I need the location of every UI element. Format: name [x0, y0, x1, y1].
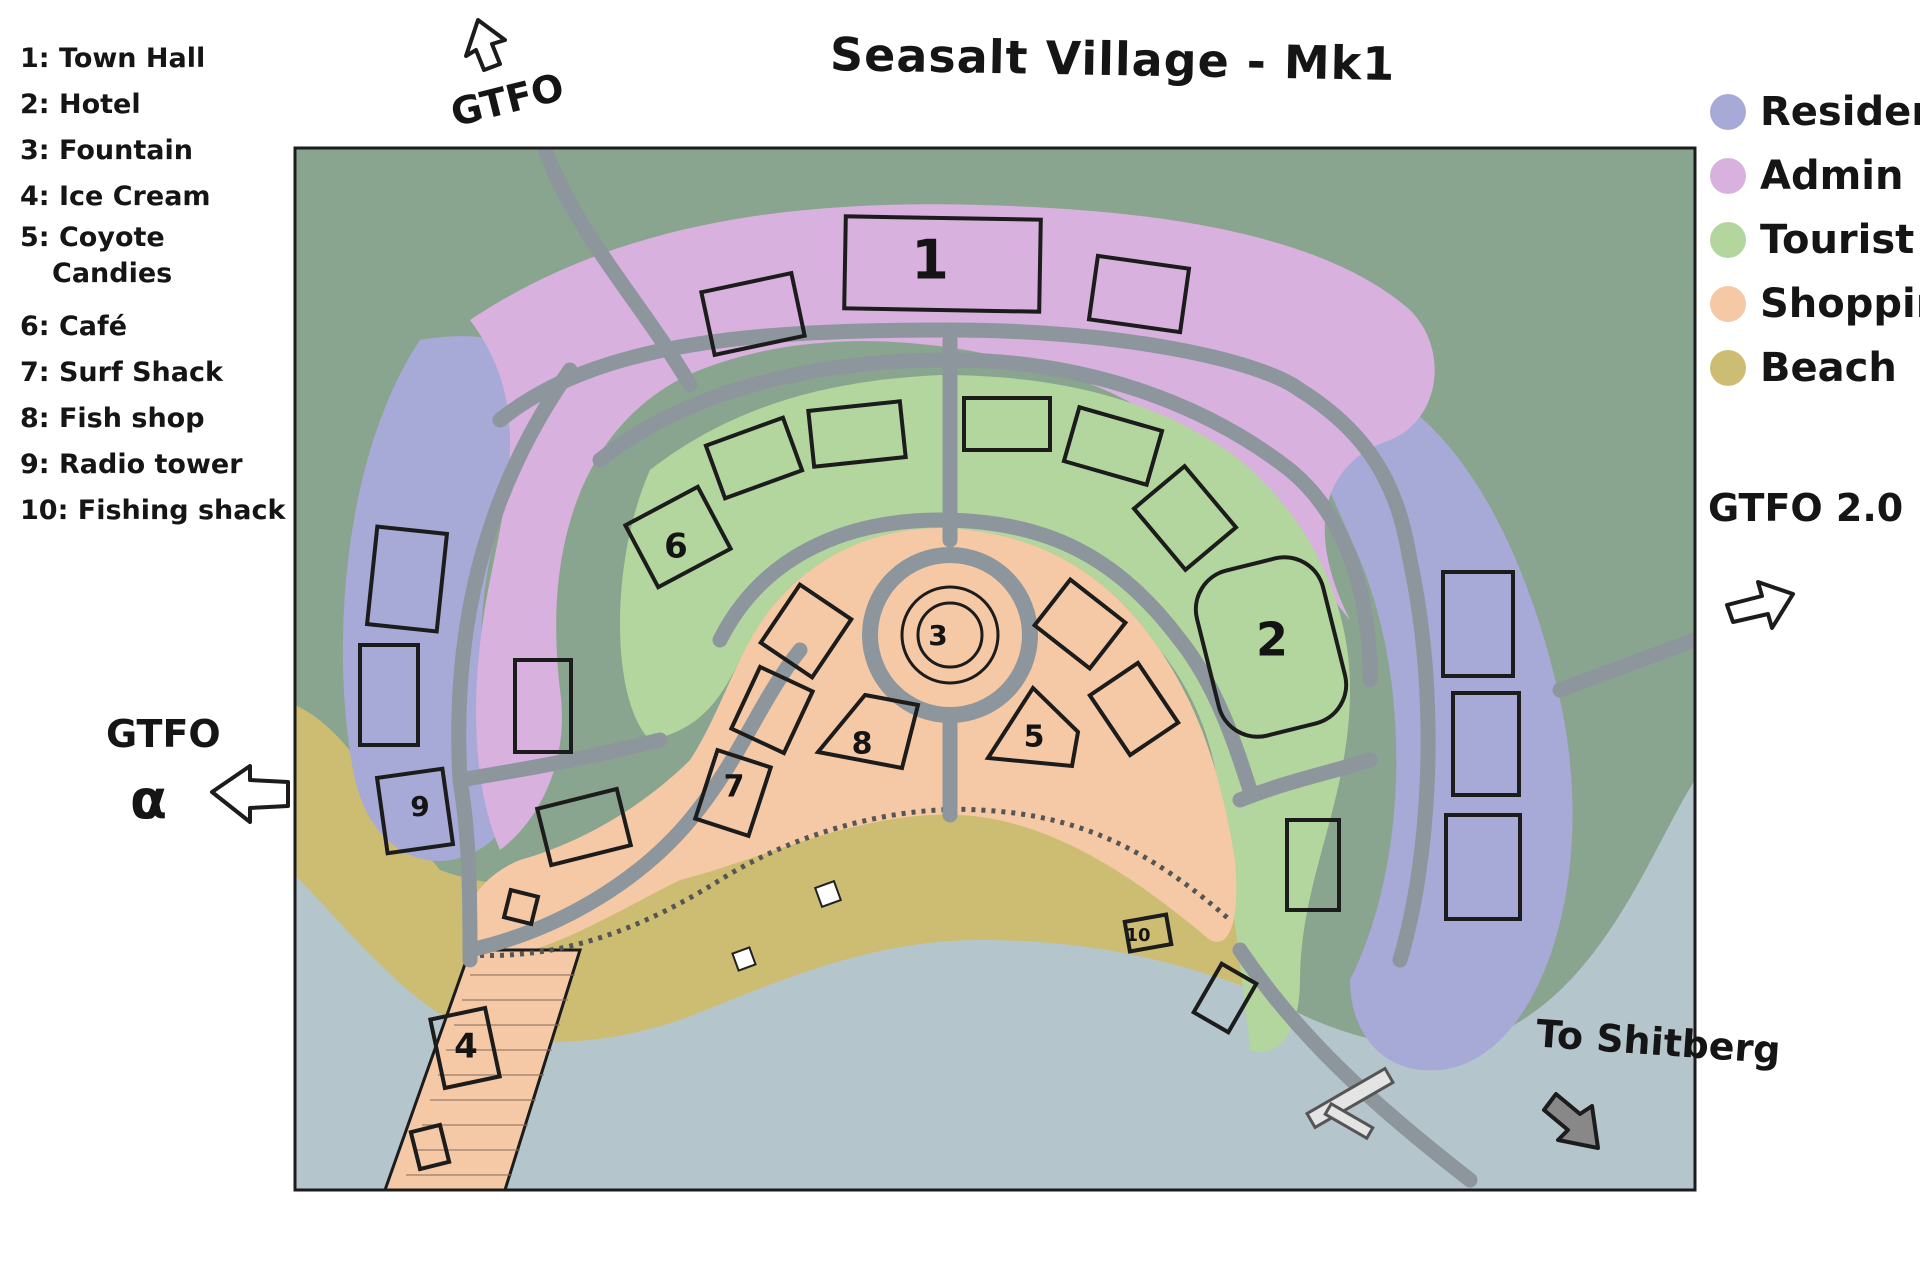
water-area [295, 780, 1695, 1190]
arrow-east-icon [1725, 580, 1795, 630]
legend-item-tourist: Tourist [1710, 208, 1920, 272]
zone-legend: Residental Admin Tourist Shopping Beach [1710, 80, 1920, 400]
legend-label: Admin [1760, 153, 1904, 199]
town-hall [842, 214, 1043, 314]
admin-building [1086, 253, 1192, 335]
arrow-southeast-icon [1542, 1092, 1600, 1150]
admin-building [534, 786, 634, 868]
exit-label-east: GTFO 2.0 [1708, 486, 1904, 530]
admin-building [698, 270, 808, 358]
tourist-building [806, 399, 908, 469]
key-item-ice-cream: 4: Ice Cream [20, 181, 211, 212]
fishing-shack [1122, 912, 1174, 954]
label-cafe: 6 [664, 527, 688, 567]
legend-label: Residental [1760, 89, 1920, 135]
label-fish-shop: 8 [852, 727, 873, 762]
cafe [622, 484, 734, 590]
hotel [1193, 555, 1349, 739]
fountain-roundabout [862, 547, 1038, 723]
pier-hut [501, 887, 541, 927]
fish-shop [814, 692, 921, 771]
ice-cream [427, 1005, 503, 1091]
legend-item-residential: Residental [1710, 80, 1920, 144]
rocky-shoreline [469, 806, 1232, 959]
shop-building [728, 664, 816, 756]
exit-label-west-sub: α [130, 768, 168, 831]
road-admin-loop [451, 362, 578, 968]
tourist-building [1131, 463, 1239, 573]
residential-building [364, 524, 450, 634]
residential-building [1451, 691, 1521, 797]
residential-building [1441, 570, 1515, 678]
surf-shack [692, 747, 774, 839]
residential-zone-west [342, 336, 544, 861]
swatch-icon [1710, 158, 1746, 194]
road-tourist-east [1232, 752, 1378, 808]
swatch-icon [1710, 286, 1746, 322]
label-coyote-candies: 5 [1024, 720, 1045, 755]
swatch-icon [1710, 350, 1746, 386]
key-item-label: 5: Coyote [20, 222, 165, 253]
key-item-town-hall: 1: Town Hall [20, 43, 206, 74]
legend-item-shopping: Shopping [1710, 272, 1920, 336]
fountain-inner [916, 601, 984, 669]
label-fishing-shack: 10 [1125, 925, 1150, 946]
label-town-hall: 1 [911, 229, 949, 292]
road-middle-ring [592, 352, 1378, 688]
road-east-residential [1292, 382, 1436, 968]
label-ice-cream: 4 [454, 1027, 478, 1067]
road-southeast [1232, 942, 1478, 1188]
residential-building [358, 643, 420, 747]
key-item-fish-shop: 8: Fish shop [20, 403, 205, 434]
arrow-north-icon [464, 18, 507, 72]
label-fountain: 3 [928, 619, 947, 652]
legend-item-beach: Beach [1710, 336, 1920, 400]
fountain-outer [900, 585, 1000, 685]
tourist-building [1061, 404, 1165, 488]
key-item-label-cont: Candies [52, 258, 173, 289]
building-key: 1: Town Hall 2: Hotel 3: Fountain 4: Ice… [20, 36, 286, 534]
residential-building [1444, 813, 1522, 921]
key-item-radio-tower: 9: Radio tower [20, 449, 243, 480]
swatch-icon [1710, 222, 1746, 258]
key-item-hotel: 2: Hotel [20, 89, 141, 120]
coyote-candies [984, 684, 1081, 769]
key-item-fishing-shack: 10: Fishing shack [20, 495, 286, 526]
map-title: Seasalt Village - Mk1 [829, 27, 1396, 91]
key-item-fountain: 3: Fountain [20, 135, 193, 166]
dock-building [1190, 961, 1260, 1035]
road-shop-lower [462, 642, 808, 958]
radio-tower [374, 766, 456, 856]
road-outer-ring [492, 322, 1308, 428]
admin-building [513, 658, 573, 754]
exit-label-west: GTFO [106, 712, 221, 756]
legend-label: Tourist [1760, 217, 1915, 263]
tourist-building [1285, 818, 1341, 912]
label-radio-tower: 9 [410, 790, 429, 823]
pier-hut [408, 1122, 452, 1172]
arrow-west-icon [210, 764, 290, 824]
label-surf-shack: 7 [724, 770, 745, 805]
legend-label: Shopping [1760, 281, 1920, 327]
road-west-cross [452, 732, 668, 788]
label-hotel: 2 [1256, 613, 1288, 667]
legend-label: Beach [1760, 345, 1897, 391]
admin-zone [470, 204, 1435, 851]
legend-item-admin: Admin [1710, 144, 1920, 208]
shop-building [1031, 576, 1129, 672]
road-east-exit [1552, 632, 1695, 698]
map-frame [293, 146, 1697, 1192]
seaplane [1304, 1066, 1396, 1141]
tourist-building [962, 396, 1052, 452]
beach-hut [813, 879, 843, 909]
shop-building [757, 581, 855, 681]
key-item-cafe: 6: Café [20, 311, 128, 342]
key-item-surf-shack: 7: Surf Shack [20, 357, 223, 388]
tourist-building [703, 415, 805, 501]
swatch-icon [1710, 94, 1746, 130]
shop-building [1087, 660, 1181, 758]
beach-hut [731, 946, 757, 972]
